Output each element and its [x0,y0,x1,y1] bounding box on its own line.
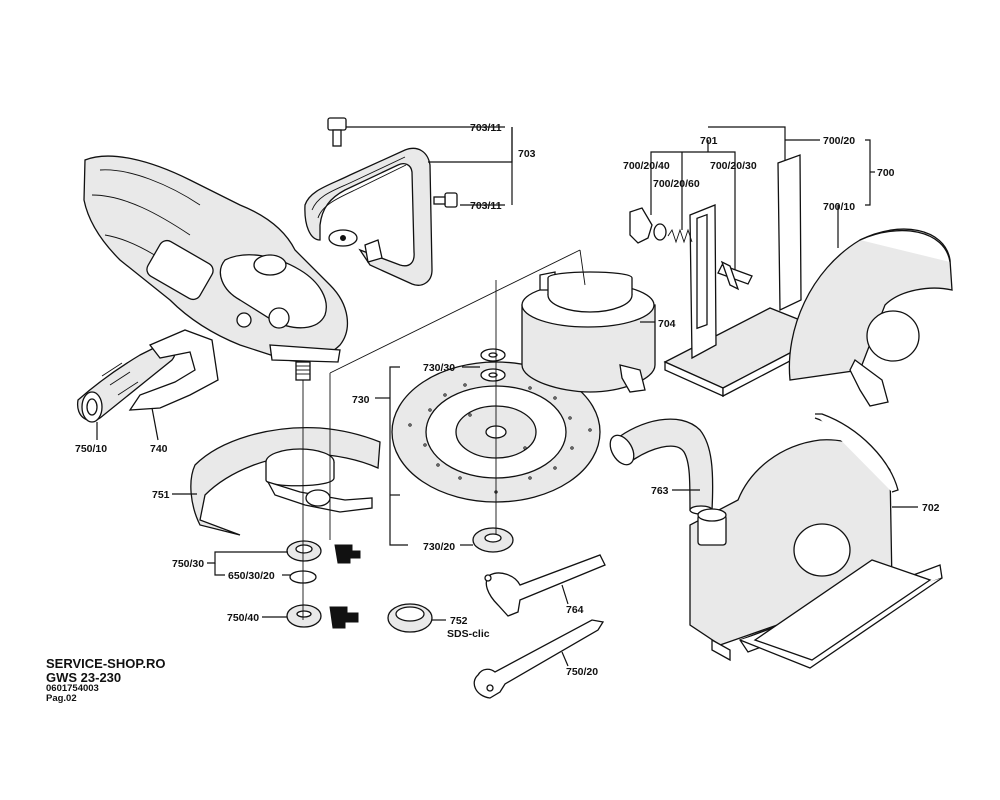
leader-lines [96,126,918,667]
flange-730-20 [472,527,514,553]
label-703-11-side: 703/11 [470,200,502,212]
label-751: 751 [152,489,170,501]
label-701: 701 [700,135,718,147]
label-702: 702 [922,502,940,514]
label-730-20: 730/20 [423,541,455,553]
label-700-20-30: 700/20/30 [710,160,757,172]
hose-763 [609,418,714,515]
quick-nut-752 [387,603,433,633]
label-700-10: 700/10 [823,201,855,213]
guard-700-10 [788,228,953,407]
label-730: 730 [352,394,370,406]
model-name: GWS 23-230 [46,669,122,685]
shop-name: SERVICE-SHOP.RO [46,656,166,671]
label-730-30: 730/30 [423,362,455,374]
label-763: 763 [651,485,669,497]
label-750-30: 750/30 [172,558,204,570]
part-labels: 703/11 703 703/11 701 700/20 700 700/20/… [75,122,940,678]
cutting-guard-702 [689,413,943,669]
nut-750-40 [286,604,359,629]
footer-info: SERVICE-SHOP.RO GWS 23-230 0601754003 Pa… [46,657,165,704]
label-764: 764 [566,604,584,616]
page-number: Pag.02 [46,693,77,705]
side-handle-740 [77,329,219,423]
label-650-30-20: 650/30/20 [228,570,275,582]
label-750-20: 750/20 [566,666,598,678]
label-700-20-40: 700/20/40 [623,160,670,172]
wheel-guard-751 [190,426,381,536]
label-740: 740 [150,443,168,455]
label-752: 752 [450,615,468,627]
spanner-764 [484,554,606,617]
label-750-10: 750/10 [75,443,107,455]
label-700: 700 [877,167,895,179]
spanner-750-20 [473,619,605,699]
adapter-704 [521,271,656,393]
label-700-20: 700/20 [823,135,855,147]
label-703-11-top: 703/11 [470,122,502,134]
label-750-40: 750/40 [227,612,259,624]
flange-750-30 [286,540,361,564]
part-number: 0601754003 [46,683,99,695]
grinder-body [83,155,349,381]
label-sds-clic: SDS-clic [447,628,490,640]
bow-handle-703 [304,117,458,286]
label-700-20-60: 700/20/60 [653,178,700,190]
label-704: 704 [658,318,676,330]
label-703: 703 [518,148,536,160]
